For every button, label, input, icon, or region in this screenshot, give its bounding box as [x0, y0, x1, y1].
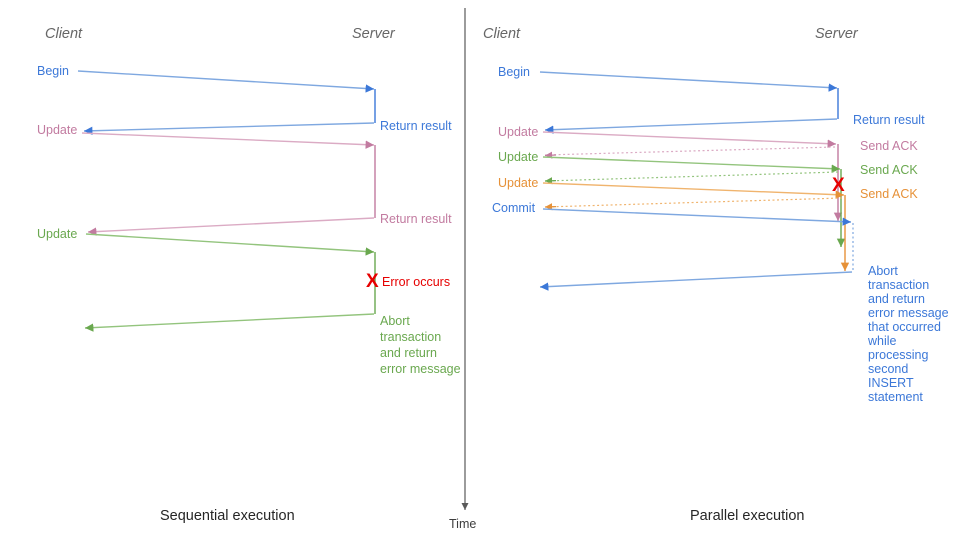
label-par-client-update-3: Update: [498, 176, 538, 190]
par-abort-line-3: and return: [868, 292, 925, 306]
abort-line-4: error message: [380, 362, 461, 376]
error-x-icon-parallel: X: [832, 175, 845, 196]
error-marker-sequential: X Error occurs: [366, 271, 450, 292]
time-axis: Time: [449, 8, 476, 531]
panel-sequential: Client Server Return result Return resul…: [37, 26, 461, 524]
label-seq-return-result-2: Return result: [380, 212, 452, 226]
label-par-abort-text: Abort transaction and return error messa…: [867, 264, 949, 404]
arrow-seq-update-2: [85, 233, 375, 256]
label-par-send-ack-3: Send ACK: [860, 187, 918, 201]
arrow-par-ack-1: [544, 146, 836, 156]
par-abort-line-7: processing: [868, 348, 928, 362]
arrow-seq-update-1: [81, 132, 375, 149]
label-seq-return-result-1: Return result: [380, 119, 452, 133]
arrow-par-update-1: [542, 131, 837, 148]
panel-parallel: Client Server Return result Send ACK Sen…: [483, 26, 949, 524]
arrow-seq-return-1: [83, 122, 375, 135]
arrow-par-return-result: [544, 118, 838, 134]
label-par-return-result: Return result: [853, 113, 925, 127]
label-seq-abort-text: Abort transaction and return error messa…: [380, 314, 461, 376]
arrow-par-commit: [542, 208, 852, 226]
par-abort-line-4: error message: [868, 306, 949, 320]
label-par-client-update-1: Update: [498, 125, 538, 139]
par-abort-line-5: that occurred: [868, 320, 941, 334]
abort-line-1: Abort: [380, 314, 410, 328]
par-abort-line-8: second: [868, 362, 908, 376]
label-seq-client-update-2: Update: [37, 227, 77, 241]
abort-line-2: transaction: [380, 330, 441, 344]
arrow-par-update-3: [542, 182, 845, 199]
lane-title-server-sequential: Server: [352, 26, 396, 42]
lane-title-client-parallel: Client: [483, 26, 521, 42]
par-abort-line-2: transaction: [868, 278, 929, 292]
label-par-send-ack-2: Send ACK: [860, 163, 918, 177]
par-abort-line-10: statement: [868, 390, 923, 404]
arrow-par-begin: [539, 71, 838, 92]
time-axis-label: Time: [449, 517, 476, 531]
par-abort-line-6: while: [867, 334, 897, 348]
label-par-client-update-2: Update: [498, 150, 538, 164]
arrow-par-update-2: [542, 156, 841, 173]
par-abort-line-1: Abort: [868, 264, 898, 278]
label-par-client-commit: Commit: [492, 201, 536, 215]
arrow-seq-begin: [77, 70, 375, 93]
par-abort-line-9: INSERT: [868, 376, 914, 390]
arrowhead-par-ack-1: [544, 151, 557, 159]
error-x-icon: X: [366, 271, 379, 292]
label-par-client-begin: Begin: [498, 65, 530, 79]
arrow-seq-return-2: [87, 217, 375, 236]
arrow-par-ack-3: [544, 197, 843, 208]
abort-line-3: and return: [380, 346, 437, 360]
label-par-send-ack-1: Send ACK: [860, 139, 918, 153]
message-seq-begin: [77, 70, 375, 93]
label-seq-error-occurs: Error occurs: [382, 275, 450, 289]
arrow-par-abort: [539, 271, 853, 291]
lane-title-client-sequential: Client: [45, 26, 83, 42]
lane-title-server-parallel: Server: [815, 26, 859, 42]
arrow-par-ack-2: [544, 171, 839, 182]
caption-sequential: Sequential execution: [160, 508, 295, 524]
caption-parallel: Parallel execution: [690, 508, 804, 524]
label-seq-client-update-1: Update: [37, 123, 77, 137]
label-seq-client-begin: Begin: [37, 64, 69, 78]
arrow-seq-abort: [84, 313, 375, 332]
